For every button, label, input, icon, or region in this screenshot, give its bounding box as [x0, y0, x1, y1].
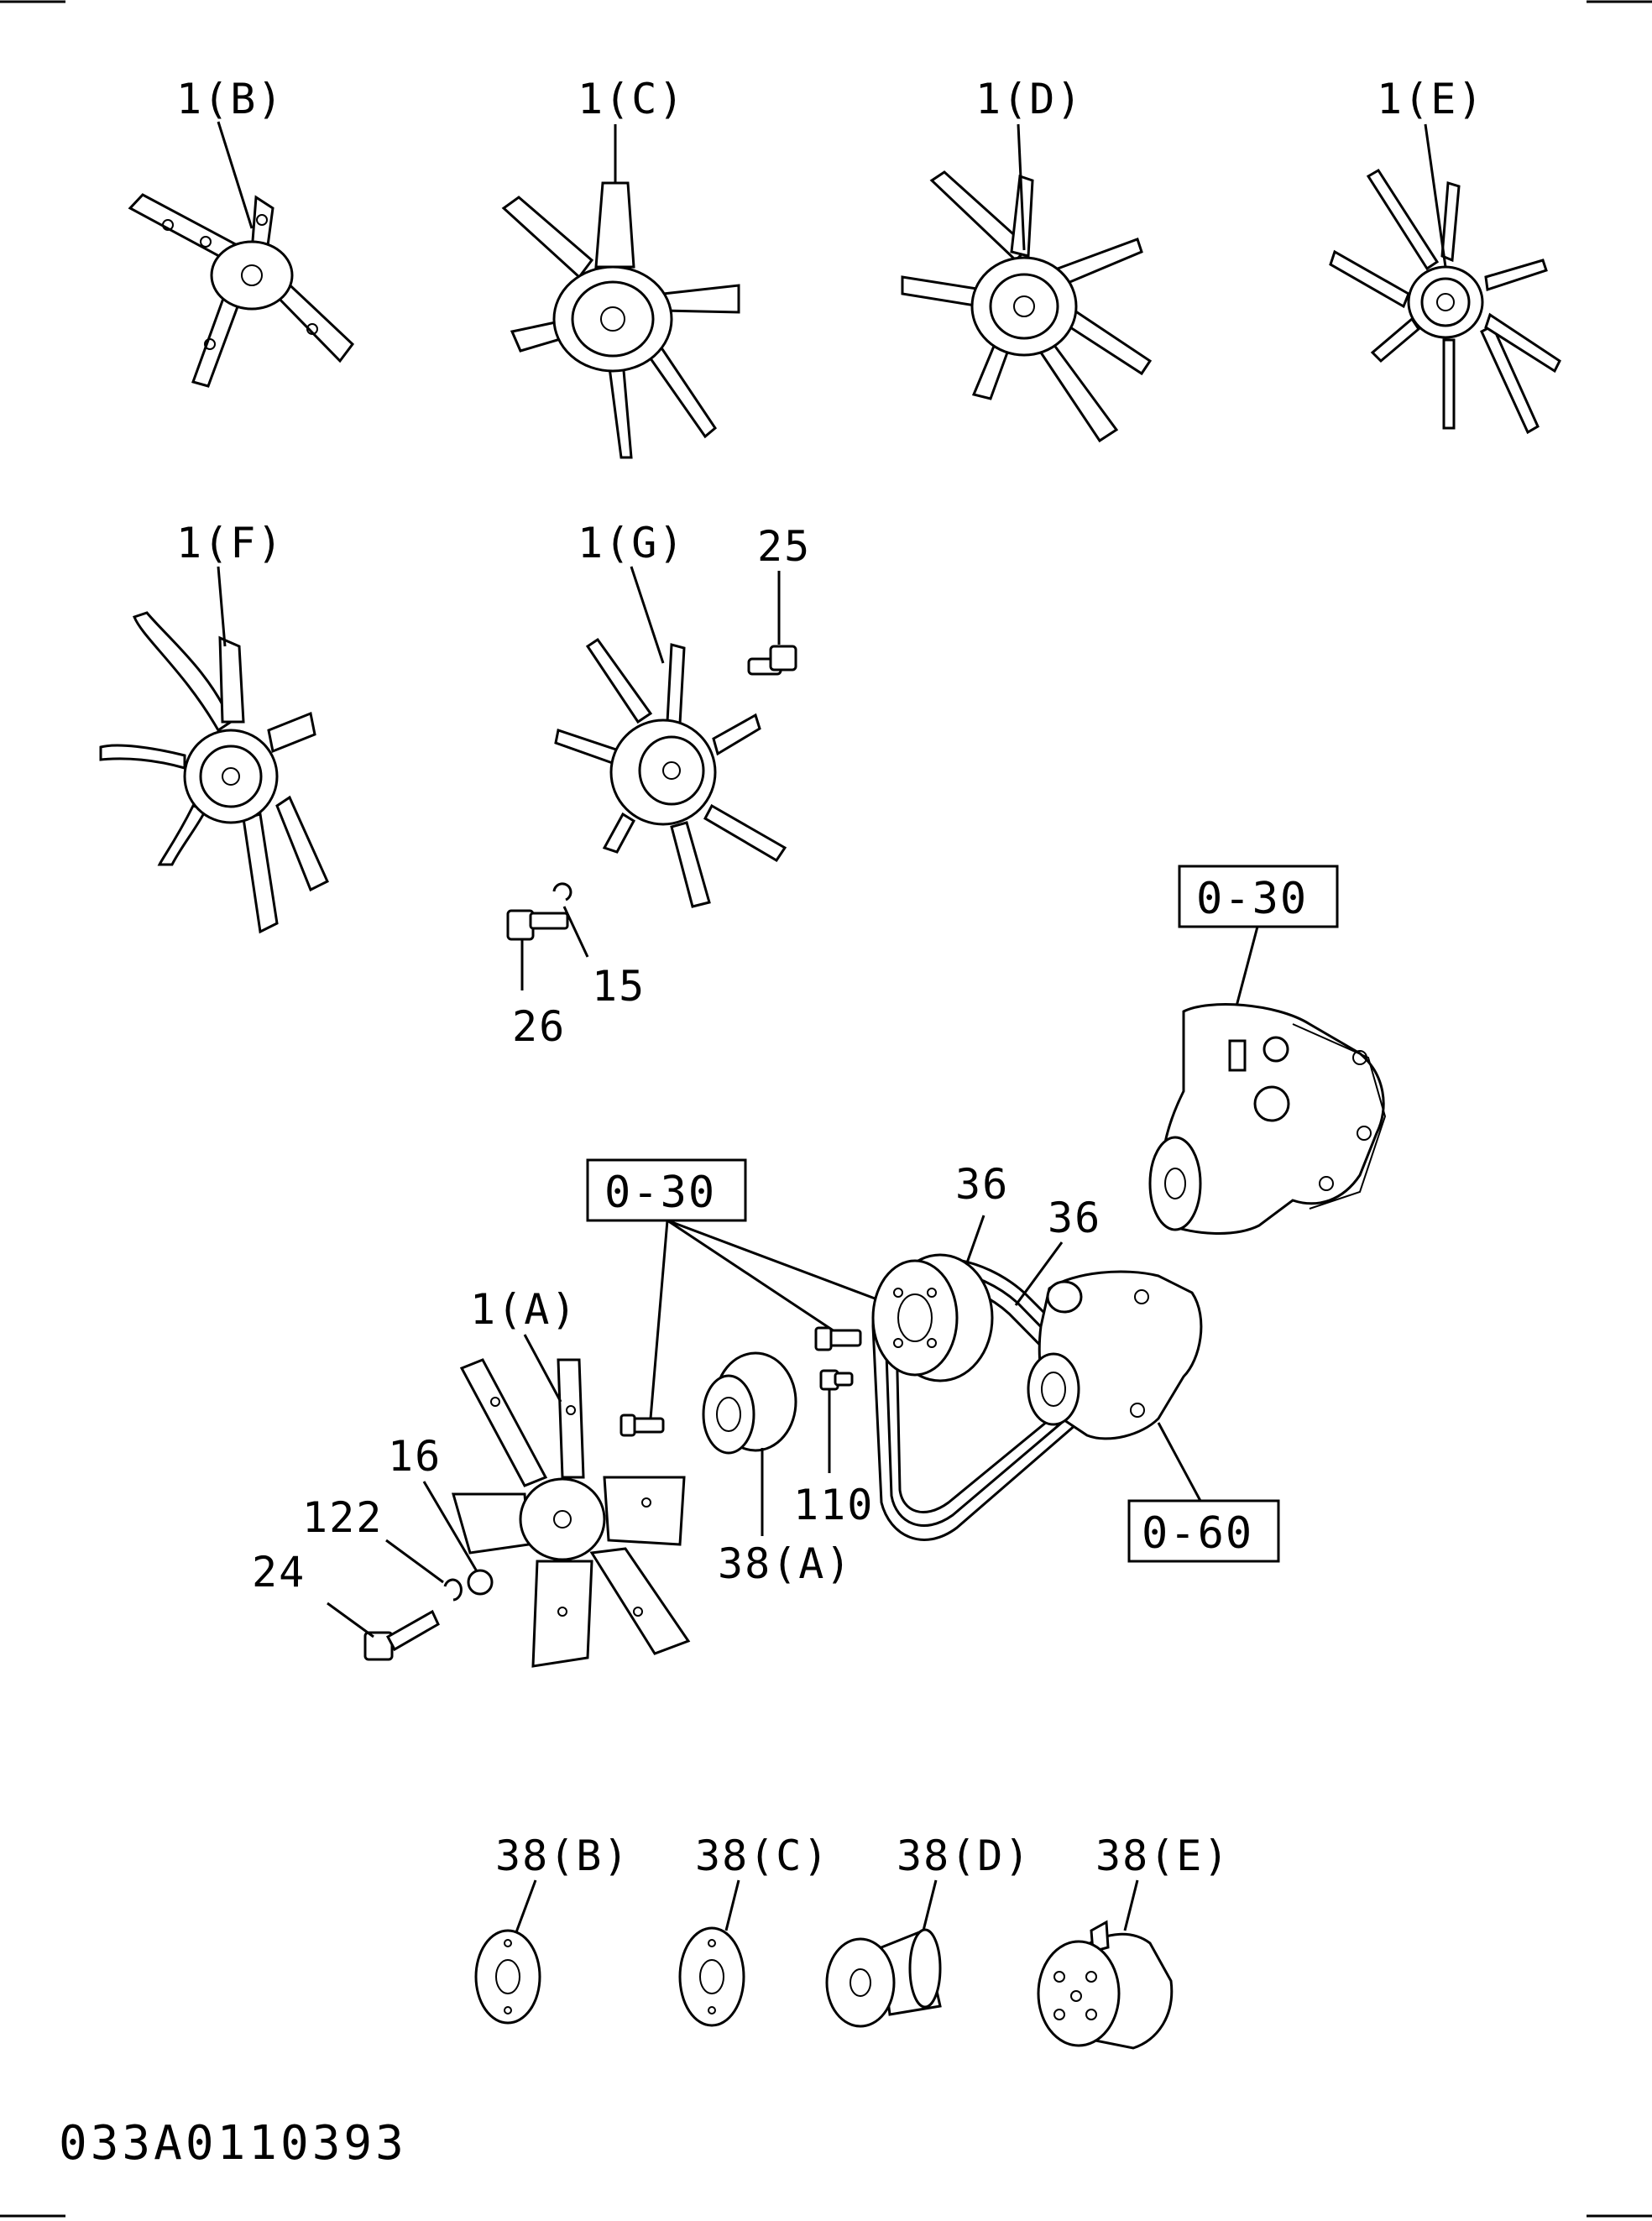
washer-122-illustration: [443, 1578, 463, 1602]
pulley-38d-illustration: [825, 1928, 942, 2028]
alternator-ref-leader: [1157, 1422, 1202, 1502]
fan-e-leader: [1424, 123, 1447, 268]
fan-f-leader: [217, 566, 227, 647]
pulley-38e-label: 38(E): [1095, 1832, 1231, 1880]
washer-15-label: 15: [592, 962, 646, 1011]
fan-g-illustration: [554, 637, 787, 908]
pump-ref-label: 0-30: [1196, 874, 1308, 924]
pulley-38c-illustration: [678, 1926, 745, 2027]
fan-e-illustration: [1329, 168, 1561, 435]
fan-d-illustration: [901, 170, 1153, 443]
belt-36a-label: 36: [955, 1160, 1009, 1209]
fan-b-label: 1(B): [176, 75, 284, 123]
pulley-38b-illustration: [474, 1929, 541, 2025]
belt-36b-label: 36: [1048, 1194, 1101, 1242]
pulley-38c-label: 38(C): [695, 1832, 830, 1880]
pump-ref-leader: [1232, 926, 1259, 1016]
pulley-38c-leader: [724, 1879, 740, 1931]
fan-e-label: 1(E): [1377, 75, 1484, 123]
belt-36b-leader: [1014, 1241, 1064, 1306]
washer-15-illustration: [552, 882, 572, 901]
washer-15-leader: [562, 906, 589, 958]
pulley-ref-leader-2: [667, 1219, 840, 1336]
bolt-25-illustration: [747, 645, 797, 676]
fan-d-leader: [1017, 123, 1026, 251]
bolt-24-illustration: [363, 1609, 440, 1661]
bolt-24-label: 24: [252, 1548, 306, 1597]
alternator-illustration: [1027, 1270, 1203, 1440]
fan-f-label: 1(F): [176, 519, 284, 567]
pump-ref-box: 0-30: [1178, 865, 1339, 928]
pulley-ref-leader-3: [667, 1219, 878, 1301]
alternator-ref-label: 0-60: [1142, 1508, 1253, 1559]
pulley-38b-leader: [515, 1879, 537, 1933]
fan-g-label: 1(G): [578, 519, 685, 567]
fan-a-illustration: [452, 1358, 691, 1668]
washer-122-label: 122: [302, 1493, 383, 1542]
bolt-110-label: 110: [793, 1481, 874, 1529]
fan-a-label: 1(A): [470, 1285, 578, 1334]
pulley-ref-label: 0-30: [604, 1168, 716, 1218]
washer-122-leader: [385, 1539, 444, 1584]
pulley-38a-label: 38(A): [718, 1539, 853, 1588]
pulley-38e-leader: [1123, 1879, 1139, 1931]
fan-d-label: 1(D): [975, 75, 1083, 123]
bolt-25-label: 25: [757, 522, 811, 571]
pulley-38b-label: 38(B): [495, 1832, 630, 1880]
drawing-code: 033A0110393: [59, 2116, 407, 2171]
fan-f-illustration: [99, 611, 329, 934]
washer-16-illustration: [467, 1569, 494, 1596]
bolt-26-label: 26: [512, 1002, 566, 1051]
fan-b-leader: [217, 121, 254, 229]
fan-c-label: 1(C): [578, 75, 685, 123]
fan-g-leader: [630, 566, 665, 664]
bolt-26-illustration: [506, 909, 569, 941]
washer-16-leader: [422, 1481, 478, 1572]
belt-36a-leader: [964, 1215, 985, 1268]
water-pump-illustration: [1148, 1003, 1387, 1235]
pulley-38d-leader: [922, 1879, 938, 1931]
pulley-38e-illustration: [1037, 1920, 1174, 2050]
pulley-ref-leader-1: [649, 1220, 669, 1419]
pump-pulley-illustration: [871, 1253, 994, 1382]
fan-a-leader: [523, 1334, 562, 1403]
pulley-38d-label: 38(D): [897, 1832, 1032, 1880]
fan-b-illustration: [128, 193, 355, 388]
alternator-ref-box: 0-60: [1127, 1499, 1280, 1563]
washer-16-label: 16: [388, 1432, 442, 1481]
pulley-38a-illustration: [702, 1351, 797, 1455]
pulley-ref-box: 0-30: [586, 1158, 747, 1222]
bolt-24-leader: [327, 1602, 374, 1638]
pulley-bolts-illustration: [620, 1326, 862, 1437]
fan-c-illustration: [501, 181, 740, 459]
